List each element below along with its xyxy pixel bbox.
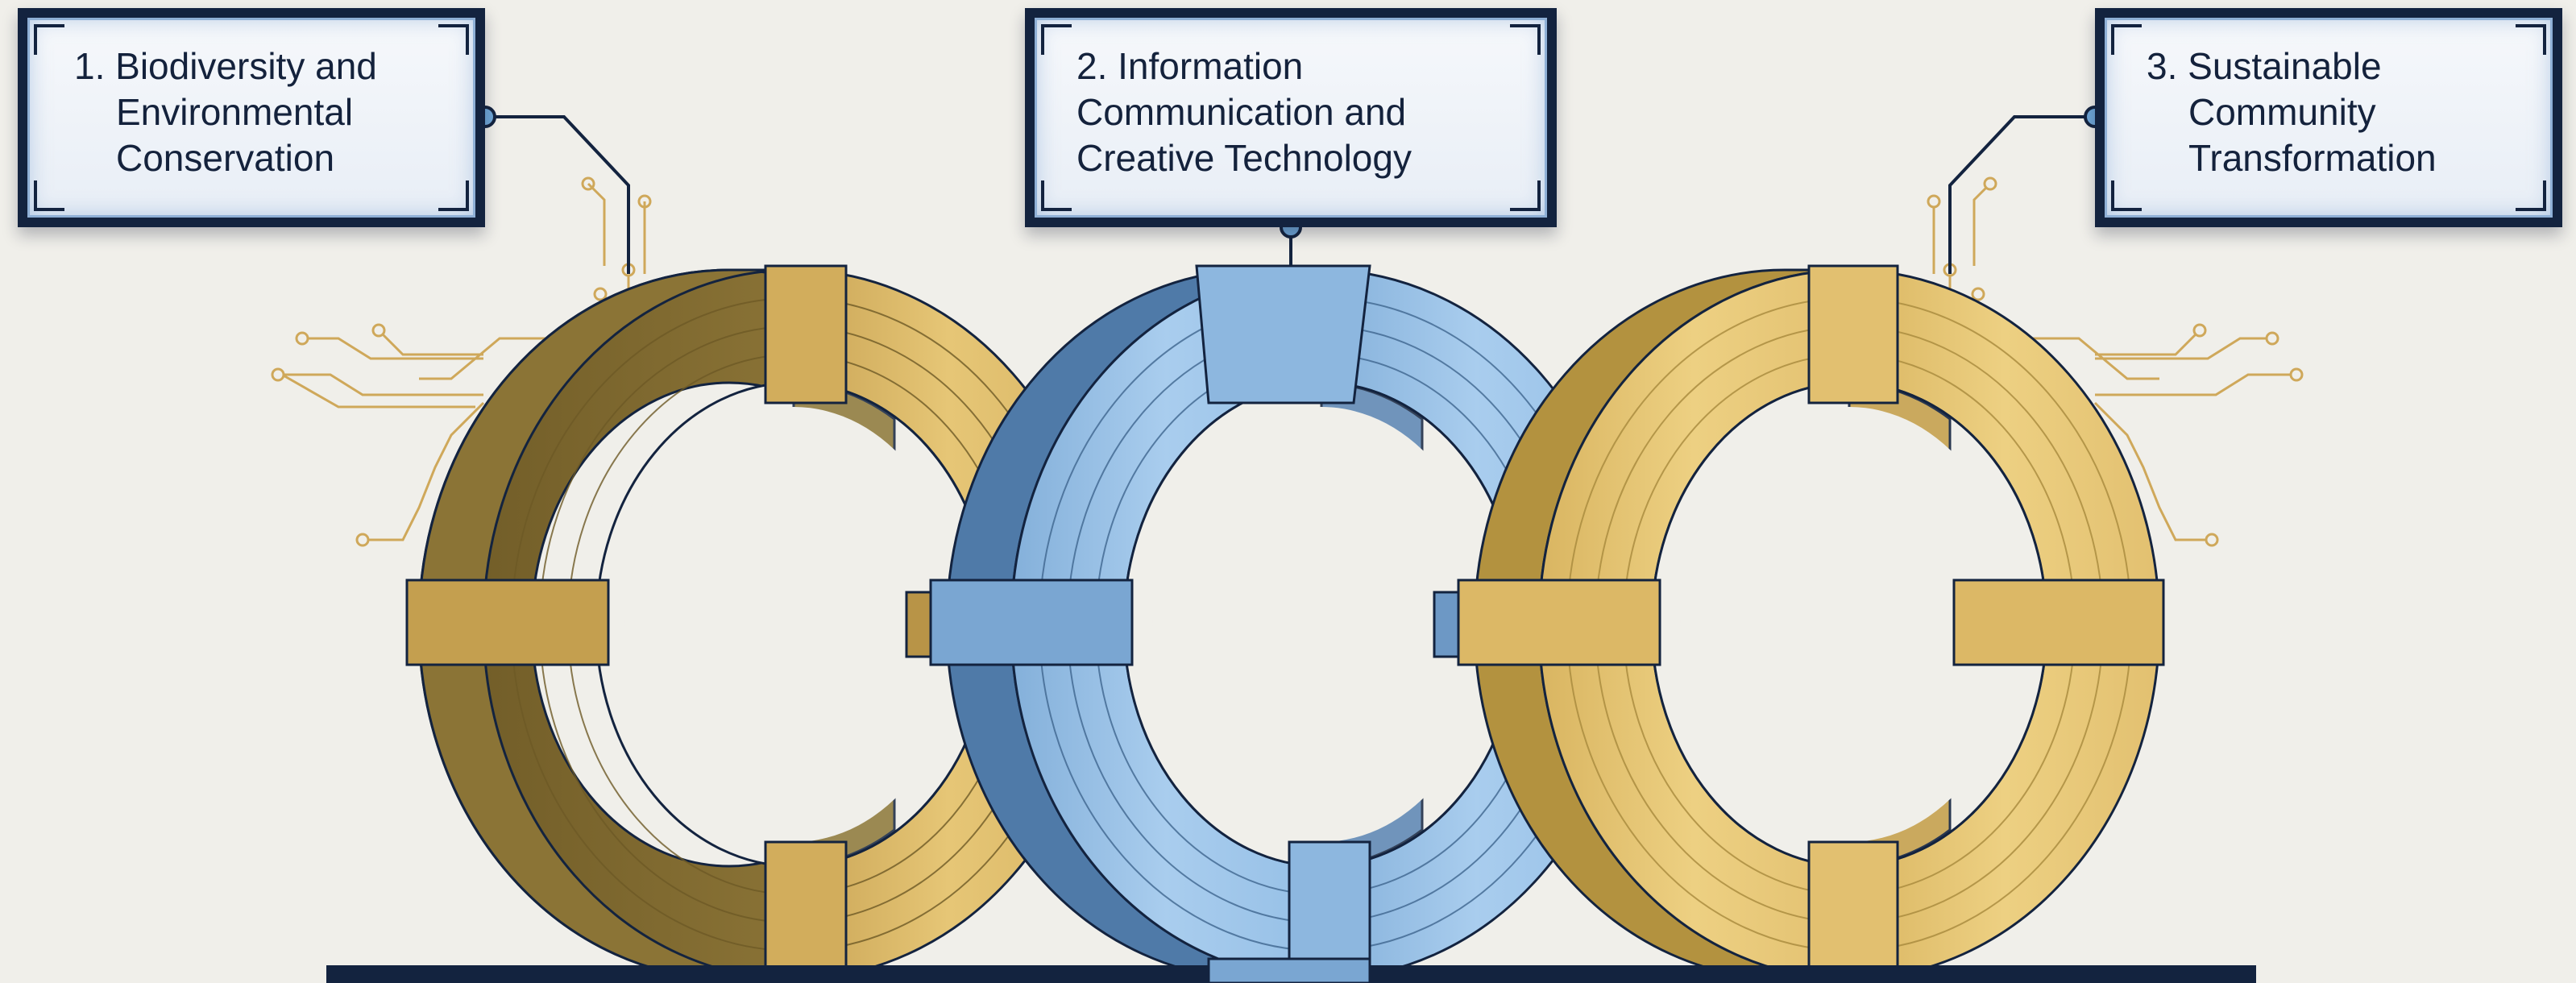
frame-corner (1510, 180, 1541, 211)
frame-corner (34, 180, 64, 211)
frame-corner (1510, 24, 1541, 55)
ring-clamp (1457, 579, 1661, 666)
connector-node (1983, 176, 1997, 191)
label-line: Environmental (116, 91, 354, 133)
ring-clamp (929, 579, 1134, 666)
ring-clamp (764, 840, 848, 983)
connector-node (2265, 331, 2279, 346)
base-connector (1207, 957, 1371, 983)
frame-corner (2111, 180, 2142, 211)
label-ict-panel: 2. Information Communication and Creativ… (1035, 18, 1547, 218)
label-line: 3. Sustainable (2147, 45, 2382, 87)
connector-node (1927, 194, 1941, 209)
connector-node (2192, 323, 2207, 338)
frame-corner (1041, 24, 1072, 55)
label-line: Creative Technology (1076, 137, 1412, 179)
frame-corner (2111, 24, 2142, 55)
label-line: 1. Biodiversity and (74, 45, 377, 87)
frame-corner (1041, 180, 1072, 211)
ring-clamp (1195, 264, 1371, 404)
connector-node (355, 533, 370, 547)
label-community: 3. Sustainable Community Transformation (2095, 8, 2562, 227)
circuit-trace-left (278, 270, 630, 541)
connector-node (371, 323, 386, 338)
connector-node (295, 331, 309, 346)
label-line: Transformation (2188, 137, 2437, 179)
label-community-panel: 3. Sustainable Community Transformation (2105, 18, 2553, 218)
label-biodiversity: 1. Biodiversity and Environmental Conser… (18, 8, 485, 227)
connector-node (1971, 287, 1985, 301)
label-line: 2. Information (1076, 45, 1304, 87)
frame-corner (2516, 180, 2546, 211)
ring-clamp (1807, 264, 1899, 404)
frame-corner (438, 24, 469, 55)
label-biodiversity-panel: 1. Biodiversity and Environmental Conser… (27, 18, 475, 218)
ring-clamp (1952, 579, 2165, 666)
ring-clamp (1807, 840, 1899, 983)
frame-corner (34, 24, 64, 55)
ring-clamp (764, 264, 848, 404)
label-ict: 2. Information Communication and Creativ… (1025, 8, 1557, 227)
label-line: Conservation (116, 137, 335, 179)
connector-node (2289, 367, 2304, 382)
frame-corner (2516, 24, 2546, 55)
connector-node (2205, 533, 2219, 547)
ring-clamp (405, 579, 610, 666)
ring-community (1473, 268, 2161, 981)
frame-corner (438, 180, 469, 211)
label-line: Communication and (1076, 91, 1407, 133)
label-line: Community (2188, 91, 2376, 133)
connector-node (271, 367, 285, 382)
connector-node (593, 287, 608, 301)
